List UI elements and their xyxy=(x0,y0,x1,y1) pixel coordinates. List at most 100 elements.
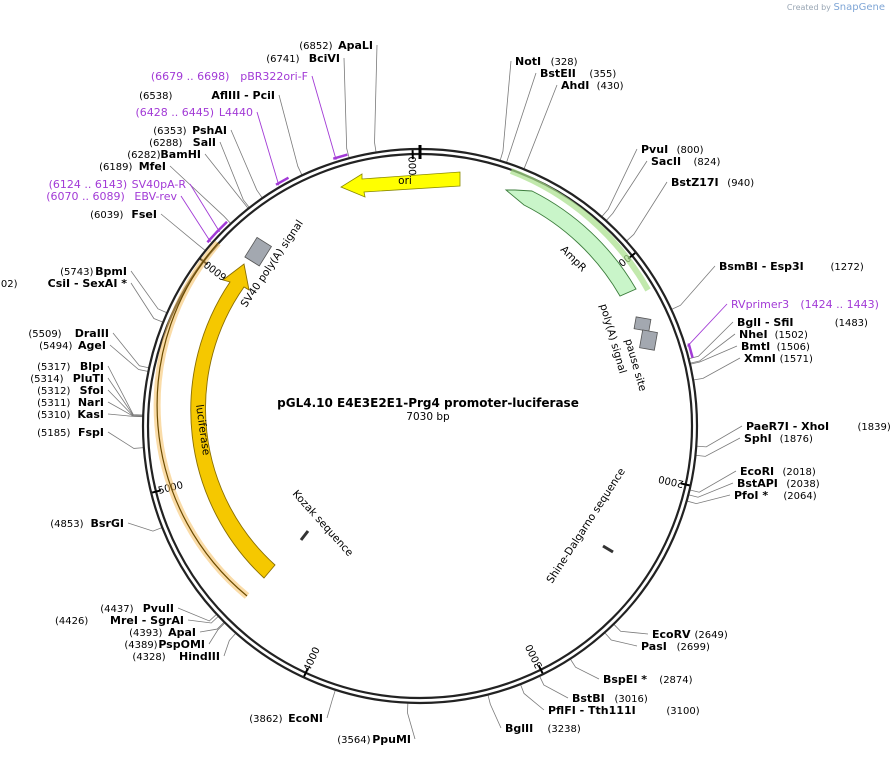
restriction-site[interactable]: PfoI *(2064) xyxy=(734,489,817,502)
restriction-site[interactable]: NheI(1502) xyxy=(739,328,808,341)
restriction-site[interactable]: PshAI(6353) xyxy=(153,124,227,137)
restriction-site[interactable]: PflFI - Tth111I(3100) xyxy=(548,704,700,717)
restriction-site[interactable]: PpuMI(3564) xyxy=(337,733,411,746)
ori-feature[interactable] xyxy=(340,171,461,198)
restriction-site[interactable]: NarI(5311) xyxy=(37,396,104,409)
features: ori AmpR SV40 poly(A) signal poly(A) sig… xyxy=(153,168,658,599)
restriction-site[interactable]: PasI(2699) xyxy=(641,640,710,653)
polya-signal-box[interactable] xyxy=(633,316,652,332)
primer-leader-line xyxy=(687,303,728,347)
restriction-site[interactable]: BglI - SfiI(1483) xyxy=(737,316,868,329)
luciferase-feature[interactable] xyxy=(190,263,276,579)
restriction-site[interactable]: BstEII(355) xyxy=(540,67,616,80)
restriction-site[interactable]: PvuI(800) xyxy=(641,143,704,156)
site-name: ApaI xyxy=(168,626,196,639)
site-leader-line xyxy=(487,694,502,729)
site-leader-line xyxy=(374,44,378,153)
site-leader-line xyxy=(199,621,225,633)
site-leader-line xyxy=(343,57,350,159)
sv40-polya-label: SV40 poly(A) signal xyxy=(239,218,306,310)
site-position: (4389) xyxy=(124,640,157,651)
restriction-site[interactable]: BamHI(6282) xyxy=(127,148,201,161)
site-name: PasI xyxy=(641,640,667,653)
restriction-site[interactable]: BmtI(1506) xyxy=(741,340,810,353)
restriction-site[interactable]: AflIII - PciI(6538) xyxy=(139,89,275,102)
site-leader-line xyxy=(107,431,144,449)
site-position: (2649) xyxy=(695,630,728,641)
restriction-site[interactable]: BpmI(5743) xyxy=(60,265,127,278)
primer-labels: pBR322ori-F(6679 .. 6698) L4440(6428 .. 6… xyxy=(46,70,879,359)
primer-binding-mark[interactable] xyxy=(275,176,290,186)
restriction-site[interactable]: ApaLI(6852) xyxy=(299,39,373,52)
restriction-site-labels: ApaLI(6852)BciVI(6741) AflIII - PciI(6538… xyxy=(0,39,891,746)
restriction-site[interactable]: BglII(3238) xyxy=(505,722,581,735)
site-leader-line xyxy=(695,437,741,457)
restriction-site[interactable]: EcoRI(2018) xyxy=(740,465,816,478)
ampr-feature[interactable] xyxy=(504,189,637,297)
restriction-site[interactable]: HindIII(4328) xyxy=(132,650,220,663)
restriction-site[interactable]: MfeI(6189) xyxy=(99,160,166,173)
kozak-mark[interactable] xyxy=(299,530,310,541)
restriction-site[interactable]: SacII(824) xyxy=(651,155,720,168)
site-leader-line xyxy=(204,153,249,209)
restriction-site[interactable]: PluTI(5314) xyxy=(30,372,104,385)
restriction-site[interactable]: BciVI(6741) xyxy=(266,52,340,65)
restriction-site[interactable]: FspI(5185) xyxy=(37,426,104,439)
site-position: (6538) xyxy=(139,91,172,102)
restriction-site[interactable]: MreI - SgrAI(4426) xyxy=(55,614,184,627)
primer[interactable]: RVprimer3(1424 .. 1443) xyxy=(731,298,879,311)
restriction-site[interactable]: AgeI(5494) xyxy=(39,339,106,352)
restriction-site[interactable]: SphI(1876) xyxy=(744,432,813,445)
site-position: (5185) xyxy=(37,428,70,439)
restriction-site[interactable]: BsmBI - Esp3I(1272) xyxy=(719,260,864,273)
bp-tick-label: 4000 xyxy=(302,646,323,674)
restriction-site[interactable]: BspEI *(2874) xyxy=(603,673,693,686)
restriction-site[interactable]: PaeR7I - XhoI(1839) xyxy=(746,420,891,433)
restriction-site[interactable]: BsrGI(4853) xyxy=(50,517,124,530)
site-leader-line xyxy=(604,632,638,647)
site-leader-line xyxy=(613,623,649,635)
site-name: FseI xyxy=(131,208,157,221)
restriction-site[interactable]: NotI(328) xyxy=(515,55,578,68)
restriction-site[interactable]: FseI(6039) xyxy=(90,208,157,221)
site-leader-line xyxy=(187,615,219,624)
restriction-site[interactable]: SalI(6288) xyxy=(149,136,216,149)
site-leader-line xyxy=(671,265,716,310)
primer-binding-mark[interactable] xyxy=(332,153,348,160)
restriction-site[interactable]: BlpI(5317) xyxy=(37,360,104,373)
shine-dalgarno-mark[interactable] xyxy=(602,544,614,554)
restriction-site[interactable]: DraIII(5509) xyxy=(28,327,109,340)
site-position: (2064) xyxy=(783,491,816,502)
primer[interactable]: SV40pA-R(6124 .. 6143) xyxy=(49,178,187,191)
primer[interactable]: pBR322ori-F(6679 .. 6698) xyxy=(151,70,308,83)
restriction-site[interactable]: CsiI - SexAI *(5702) xyxy=(0,277,127,290)
restriction-site[interactable]: ApaI(4393) xyxy=(129,626,196,639)
restriction-site[interactable]: BstZ17I(940) xyxy=(671,176,754,189)
primer-name: pBR322ori-F xyxy=(240,70,308,83)
restriction-site[interactable]: PvuII(4437) xyxy=(100,602,174,615)
site-name: DraIII xyxy=(75,327,109,340)
pause-site-box[interactable] xyxy=(639,329,658,351)
primer[interactable]: EBV-rev(6070 .. 6089) xyxy=(46,190,177,203)
primer-binding-mark[interactable] xyxy=(215,220,228,234)
restriction-site[interactable]: XmnI(1571) xyxy=(744,352,813,365)
restriction-site[interactable]: AhdI(430) xyxy=(561,79,624,92)
primer-binding-mark[interactable] xyxy=(687,343,694,359)
backbone-outer xyxy=(141,147,699,705)
primer-binding-mark[interactable] xyxy=(206,230,219,244)
restriction-site[interactable]: EcoRV(2649) xyxy=(652,628,728,641)
site-name: SacII xyxy=(651,155,681,168)
site-position: (5312) xyxy=(37,386,70,397)
bp-tick xyxy=(680,482,690,487)
restriction-site[interactable]: BstBI(3016) xyxy=(572,692,648,705)
primer-leader-line xyxy=(189,183,220,233)
sv40-polya-box[interactable] xyxy=(244,236,273,267)
restriction-site[interactable]: KasI(5310) xyxy=(37,408,104,421)
restriction-site[interactable]: PspOMI(4389) xyxy=(124,638,205,651)
restriction-site[interactable]: EcoNI(3862) xyxy=(249,712,323,725)
site-name: EcoRI xyxy=(740,465,774,478)
primer[interactable]: L4440(6428 .. 6445) xyxy=(135,106,253,119)
restriction-site[interactable]: SfoI(5312) xyxy=(37,384,104,397)
bp-tick xyxy=(537,664,544,674)
restriction-site[interactable]: BstAPI(2038) xyxy=(737,477,820,490)
